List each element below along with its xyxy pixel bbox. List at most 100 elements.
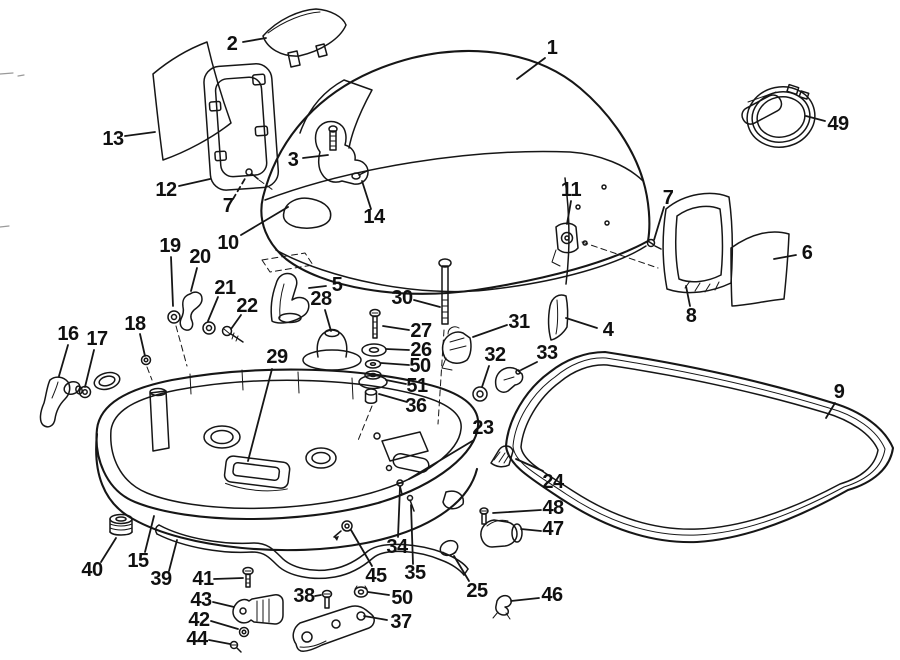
callout-7-leader <box>653 206 665 241</box>
callout-31-leader <box>472 324 508 338</box>
callout-9-label: 9 <box>834 381 845 403</box>
callout-8-leader <box>685 285 691 307</box>
callout-22-leader <box>230 314 242 330</box>
part-11-latch-keeper <box>551 222 659 269</box>
part-40-grommet <box>109 513 133 536</box>
callout-16-leader <box>58 344 69 377</box>
callout-23-label: 23 <box>472 417 494 439</box>
part-7-screw-right <box>646 238 662 250</box>
callout-44-label: 44 <box>186 628 209 650</box>
callout-43-leader <box>212 601 235 608</box>
callout-2-leader <box>242 37 267 43</box>
callout-36-label: 36 <box>405 395 427 417</box>
callout-18-leader <box>139 333 146 357</box>
callout-28-leader <box>324 309 332 332</box>
part-8-frame <box>662 192 734 294</box>
callout-21-label: 21 <box>214 277 236 299</box>
part-32-washer <box>472 386 488 402</box>
callout-46-leader <box>510 597 540 602</box>
part-10-pad <box>282 197 332 229</box>
callout-41-label: 41 <box>192 568 214 590</box>
callout-33-leader <box>520 361 538 371</box>
part-36-spacer <box>356 388 378 444</box>
callout-34-leader <box>397 486 401 538</box>
callout-1-label: 1 <box>547 37 558 59</box>
callout-24-label: 24 <box>542 471 565 493</box>
callout-23-leader <box>408 439 475 480</box>
part-29-plate <box>223 455 291 492</box>
callout-13-leader <box>124 131 156 137</box>
part-17-washer <box>78 385 92 399</box>
callout-30-leader <box>413 299 441 308</box>
callout-33-label: 33 <box>536 342 558 364</box>
part-48-screw <box>479 507 489 525</box>
callout-50-leader <box>367 591 390 596</box>
callout-48-leader <box>492 509 542 514</box>
callout-7-leader <box>232 176 247 200</box>
callout-7-label: 7 <box>223 195 234 217</box>
part-41-screw <box>242 566 254 588</box>
part-4-bracket <box>547 294 569 341</box>
part-14-screw <box>351 170 368 180</box>
callout-50-label: 50 <box>409 355 431 377</box>
part-50-nut-lower <box>353 585 369 598</box>
callout-9-leader <box>825 402 836 419</box>
part-21-washer <box>202 321 216 335</box>
part-20-hook <box>179 291 203 331</box>
callout-13-label: 13 <box>102 128 124 150</box>
part-42-nut <box>238 626 250 638</box>
callout-4-leader <box>565 317 598 329</box>
callout-32-leader <box>481 365 490 388</box>
callout-42-leader <box>210 620 239 630</box>
callout-29-leader <box>247 368 273 462</box>
callout-17-leader <box>84 349 95 388</box>
callout-26-leader <box>385 348 410 351</box>
callout-28-label: 28 <box>310 288 332 310</box>
callout-45-leader <box>350 529 373 567</box>
part-2-cover-cap <box>262 8 347 68</box>
part-28-mount <box>302 328 362 371</box>
part-24-wedge <box>490 445 514 468</box>
callout-3-leader <box>302 154 329 159</box>
part-31-latch-bracket <box>441 326 472 371</box>
callout-50-label: 50 <box>391 587 413 609</box>
part-6-pad <box>730 231 790 307</box>
callout-10-leader <box>240 206 289 236</box>
callout-20-label: 20 <box>189 246 211 268</box>
callout-25-label: 25 <box>466 580 488 602</box>
callout-19-leader <box>170 256 174 307</box>
callout-50-leader <box>380 362 410 366</box>
callout-15-leader <box>144 515 155 553</box>
callout-48-label: 48 <box>542 497 564 519</box>
callout-46-label: 46 <box>541 584 563 606</box>
callout-32-label: 32 <box>484 344 506 366</box>
callout-36-leader <box>378 393 408 403</box>
callout-38-label: 38 <box>293 585 315 607</box>
callout-41-leader <box>213 577 244 580</box>
callout-12-leader <box>178 178 211 187</box>
callout-39-label: 39 <box>150 568 172 590</box>
part-3-latch <box>314 120 369 185</box>
callout-51-leader <box>385 379 407 385</box>
callout-37-leader <box>363 615 388 621</box>
callout-42-label: 42 <box>188 609 210 631</box>
callout-16-label: 16 <box>57 323 79 345</box>
callout-14-label: 14 <box>363 206 386 228</box>
callout-49-label: 49 <box>827 113 849 135</box>
part-45-nut <box>333 520 353 541</box>
callout-45-label: 45 <box>365 565 387 587</box>
callout-30-label: 30 <box>391 287 413 309</box>
callout-35-label: 35 <box>404 562 426 584</box>
part-19-washer <box>167 310 188 367</box>
callout-5-label: 5 <box>332 274 343 296</box>
part-27-screw <box>369 308 381 339</box>
callout-11-label: 11 <box>561 179 582 201</box>
callout-4-label: 4 <box>603 319 615 341</box>
part-33-latch <box>494 366 524 393</box>
part-7-screw-left <box>245 168 274 191</box>
callout-47-leader <box>520 528 542 532</box>
callout-51-label: 51 <box>406 375 428 397</box>
part-12-plate <box>203 63 280 191</box>
